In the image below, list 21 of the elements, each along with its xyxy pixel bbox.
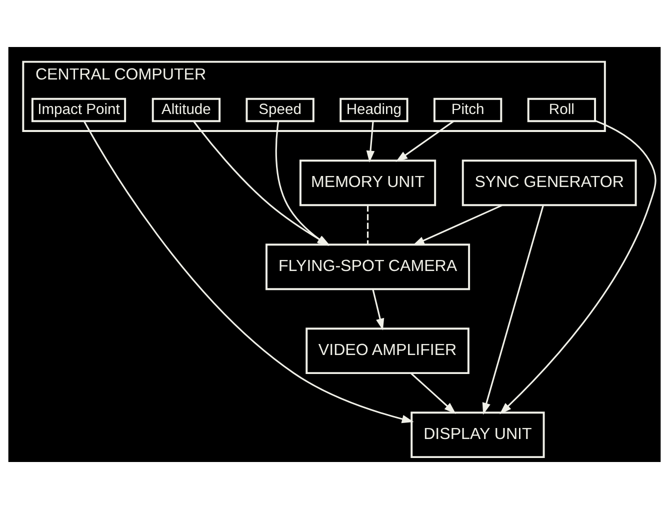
arrow — [84, 120, 414, 423]
arrow — [412, 204, 502, 246]
arrow — [372, 288, 384, 330]
node-box: Speed — [246, 97, 314, 122]
arrow — [275, 120, 329, 246]
arrow — [482, 204, 544, 414]
arrow — [410, 372, 456, 414]
node-box: Heading — [340, 97, 408, 122]
node-box: SYNC GENERATOR — [462, 159, 637, 206]
arrow — [500, 120, 656, 414]
node-box: Impact Point — [31, 97, 126, 122]
node-box: Altitude — [152, 97, 221, 122]
connector — [366, 205, 369, 244]
node-box: DISPLAY UNIT — [410, 411, 545, 458]
node-box: VIDEO AMPLIFIER — [306, 327, 470, 374]
arrow — [396, 120, 454, 162]
node-box: MEMORY UNIT — [299, 159, 436, 206]
node-box: FLYING-SPOT CAMERA — [266, 243, 470, 290]
node-box: Roll — [527, 97, 596, 122]
node-box: Pitch — [433, 97, 502, 122]
arrow — [366, 121, 375, 162]
